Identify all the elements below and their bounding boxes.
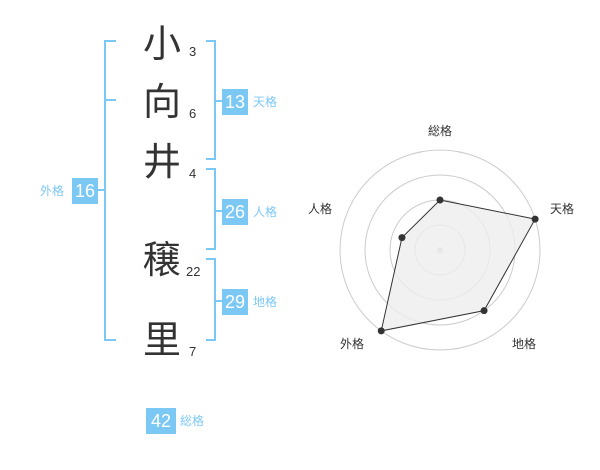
chikaku-bracket (206, 258, 222, 341)
radar-point-1 (436, 196, 444, 204)
jinkaku-bracket (206, 168, 222, 250)
stroke-count-2: 6 (189, 106, 197, 121)
soukaku-value: 42 (146, 408, 176, 434)
name-char-1: 小 (142, 22, 181, 66)
radar-grid-ring-4 (339, 149, 541, 351)
tenkaku-value: 13 (222, 89, 248, 115)
tenkaku-label: 天格 (253, 95, 278, 109)
gaikaku-value: 16 (72, 178, 98, 204)
radar-axis-label-soukaku: 総格 (427, 124, 452, 138)
jinkaku-label: 人格 (253, 205, 278, 219)
radar-point-3 (480, 307, 488, 315)
gaikaku-label: 外格 (40, 184, 65, 198)
radar-point-2 (531, 215, 539, 223)
radar-series-polygon (380, 199, 536, 332)
chikaku-value: 29 (222, 289, 248, 315)
radar-point-4 (377, 327, 385, 335)
tenkaku-bracket (206, 40, 222, 160)
chikaku-label: 地格 (253, 295, 278, 309)
stroke-count-3: 4 (189, 166, 197, 181)
radar-axis-label-tenkaku: 天格 (549, 202, 574, 216)
name-char-2: 向 (142, 80, 181, 124)
radar-axis-label-chikaku: 地格 (511, 337, 536, 351)
jinkaku-value: 26 (222, 199, 248, 225)
name-char-3: 井 (142, 140, 181, 184)
gaikaku-bracket (98, 40, 116, 341)
radar-axis-label-gaikaku: 外格 (339, 337, 364, 351)
stroke-count-1: 3 (189, 44, 197, 59)
radar-point-5 (398, 234, 406, 242)
soukaku-label: 総格 (180, 414, 205, 428)
name-char-5: 里 (142, 318, 181, 362)
name-char-4: 穣 (142, 238, 181, 282)
radar-axis-label-jinkaku: 人格 (307, 202, 332, 216)
stroke-count-4: 22 (186, 264, 201, 279)
radar-chart (339, 149, 541, 351)
stroke-count-5: 7 (189, 344, 197, 359)
